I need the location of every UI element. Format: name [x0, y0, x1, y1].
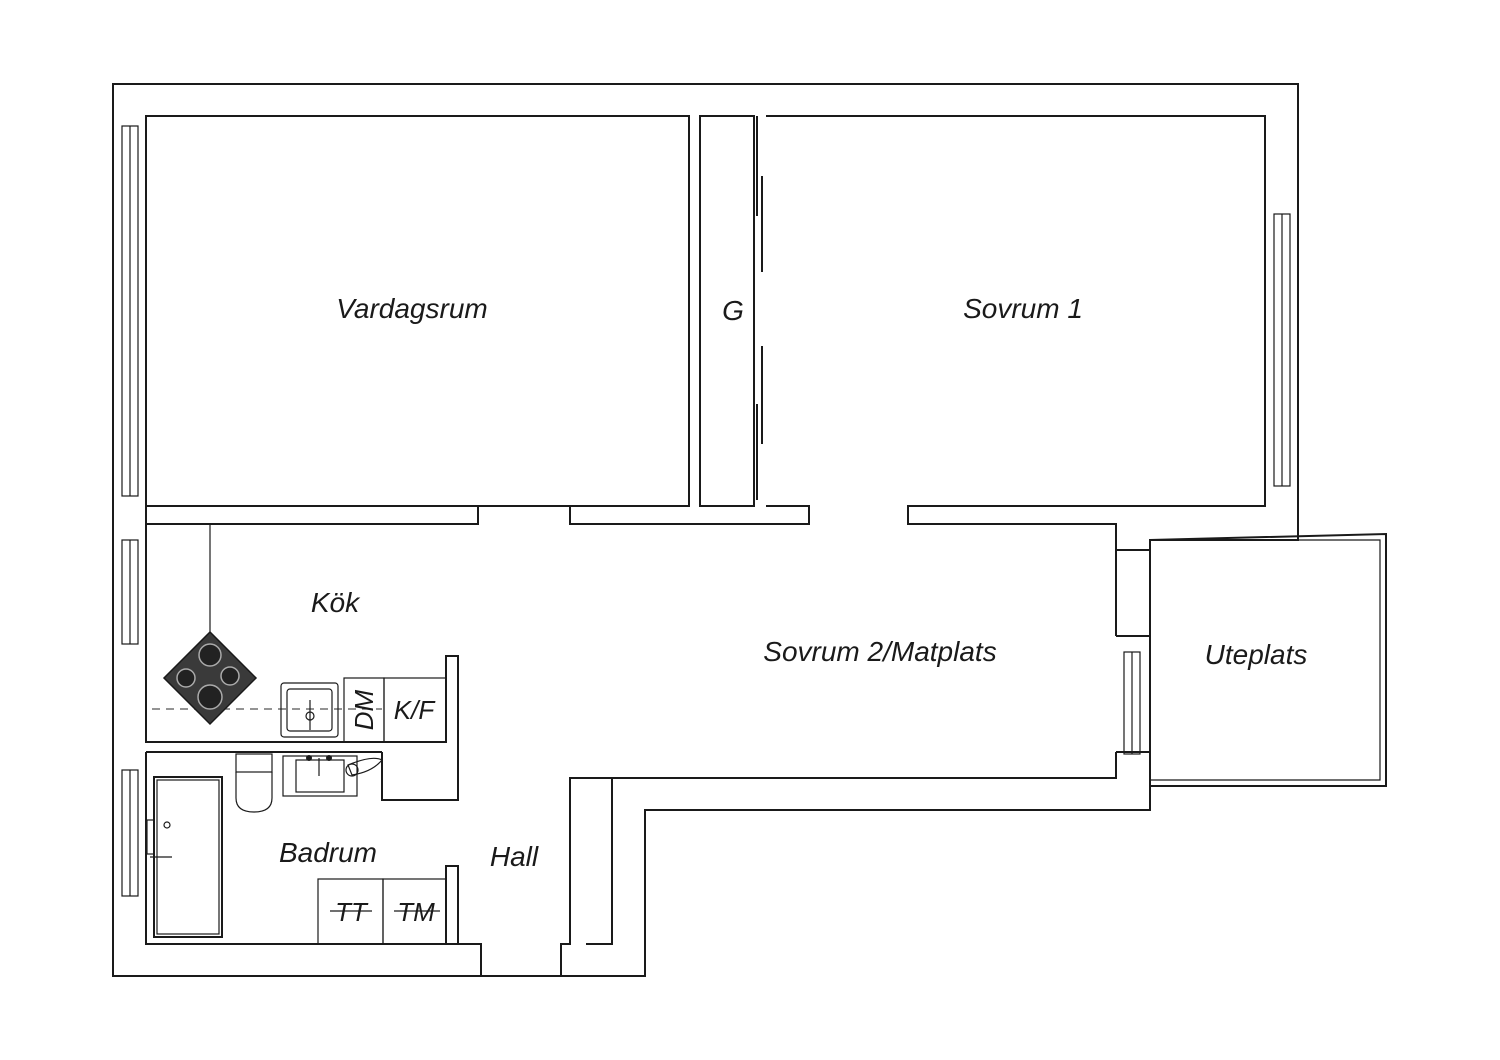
washbasin-icon — [282, 755, 358, 797]
room-labels: Vardagsrum G Sovrum 1 Kök Sovrum 2/Matpl… — [279, 293, 1307, 872]
room-label-closet: G — [722, 295, 744, 326]
appliance-label-fridge: K/F — [394, 695, 437, 725]
appliance-label-washer: TM — [397, 897, 435, 927]
interior-walls — [145, 505, 1150, 976]
room-label-hall: Hall — [490, 841, 539, 872]
bathroom-fixtures — [146, 753, 447, 945]
room-label-living: Vardagsrum — [336, 293, 487, 324]
kitchen-fixtures — [152, 524, 447, 743]
outer-walls — [112, 83, 1299, 977]
kitchen-sink-icon — [280, 682, 339, 738]
toilet-icon — [235, 753, 273, 813]
room-label-bathroom: Badrum — [279, 837, 377, 868]
appliance-label-dryer: TT — [335, 897, 369, 927]
shower-icon — [345, 757, 383, 777]
bathtub-icon — [146, 776, 223, 938]
stove-icon — [162, 630, 258, 726]
closet-doors — [756, 116, 763, 500]
room-label-bedroom2: Sovrum 2/Matplats — [763, 636, 996, 667]
room-label-bedroom1: Sovrum 1 — [963, 293, 1083, 324]
room-label-kitchen: Kök — [311, 587, 361, 618]
appliance-label-dishwasher: DM — [349, 689, 379, 730]
patio — [1149, 532, 1387, 787]
appliance-labels: DM K/F TT TM — [335, 689, 436, 927]
room-label-patio: Uteplats — [1205, 639, 1308, 670]
windows — [121, 125, 1291, 897]
